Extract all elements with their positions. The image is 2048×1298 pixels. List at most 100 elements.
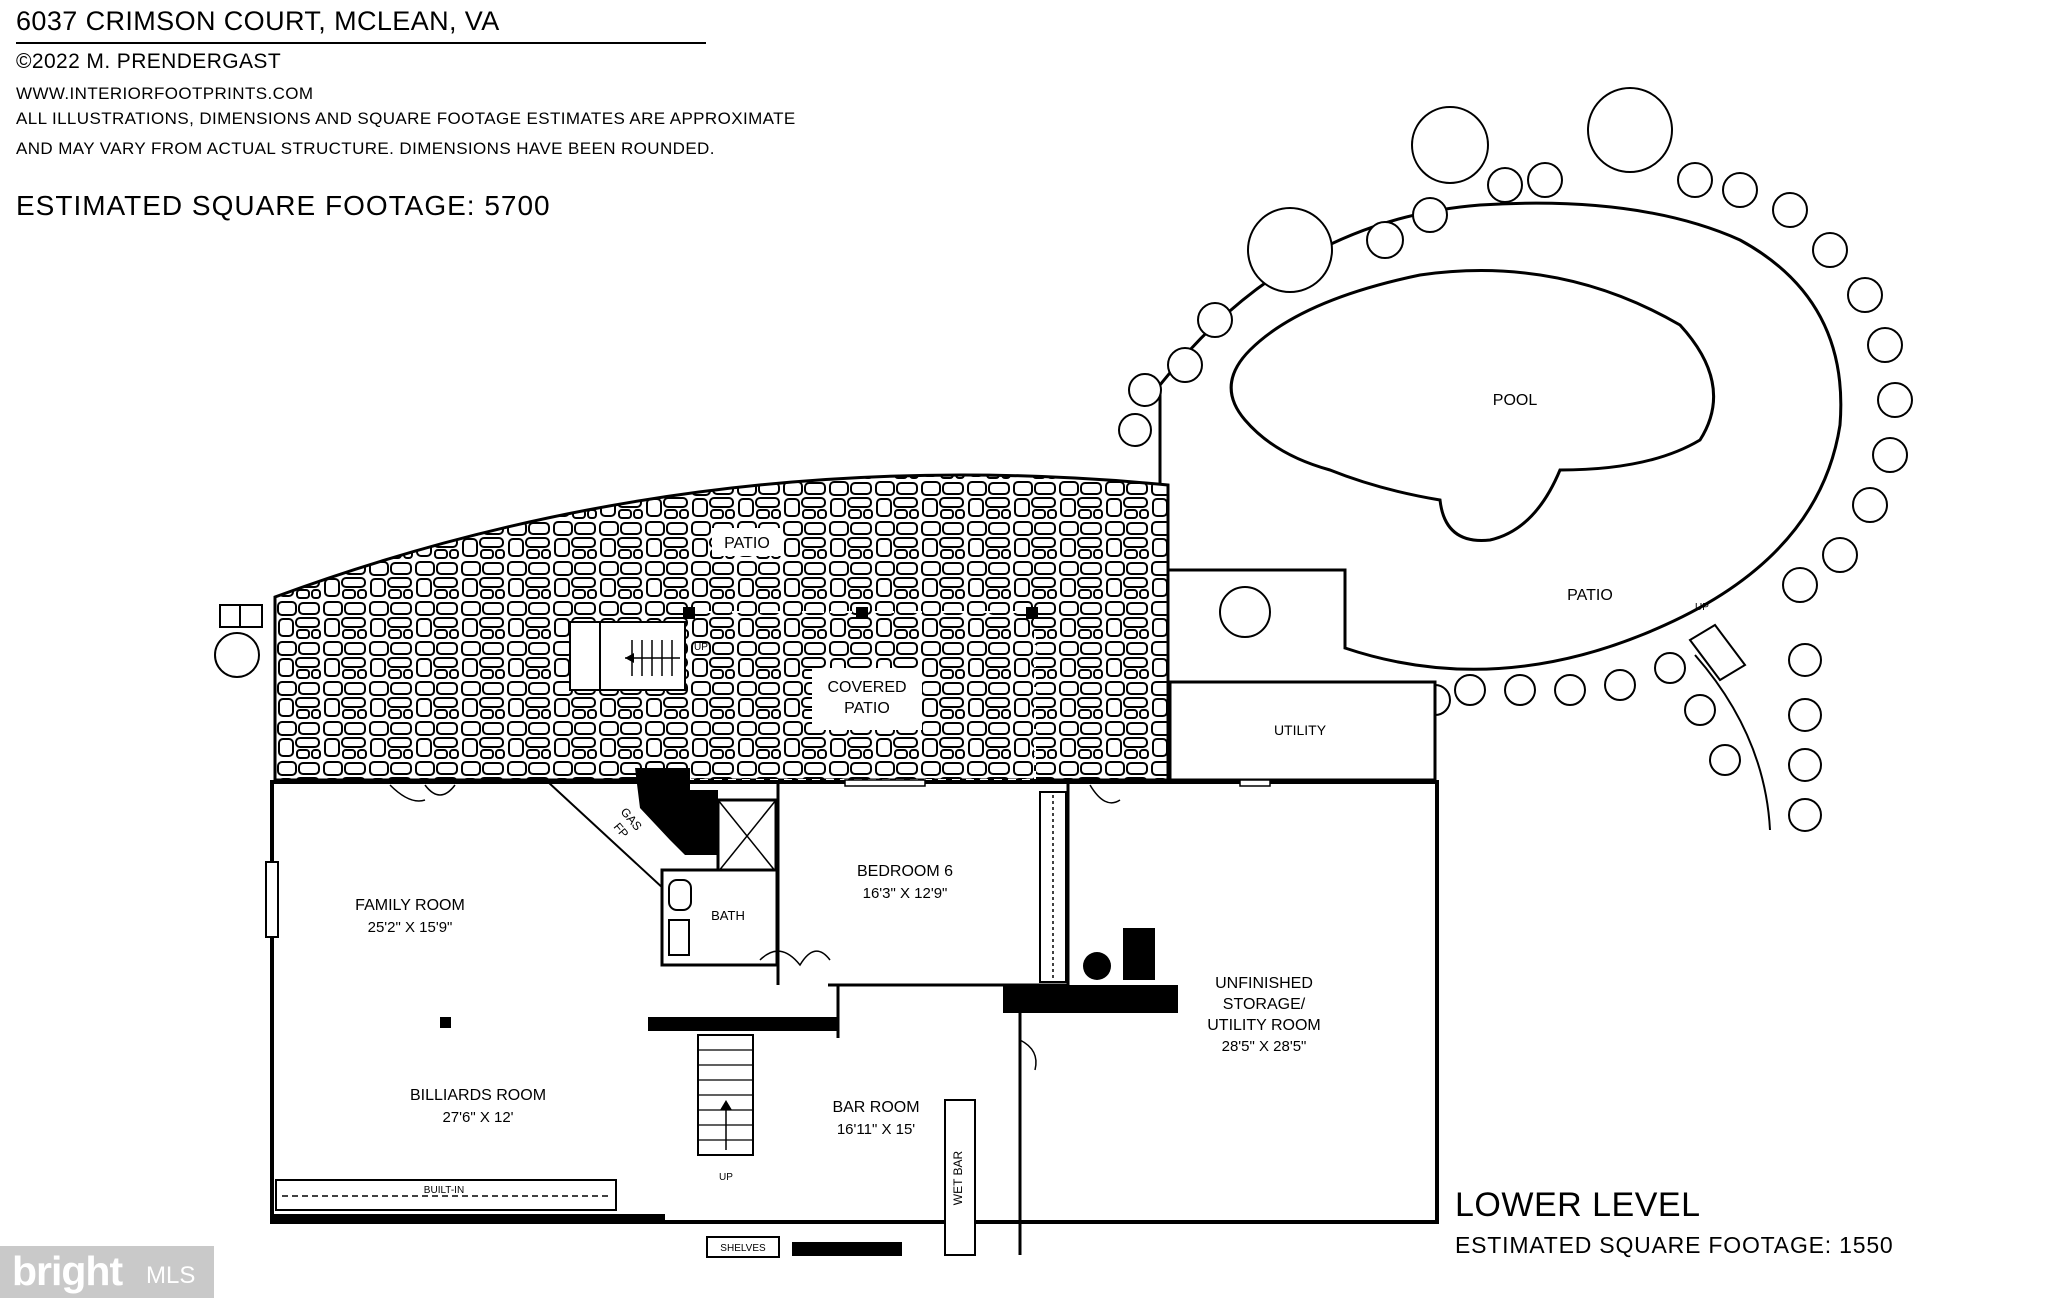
column — [856, 607, 868, 619]
door-swing — [389, 784, 456, 802]
covered-patio-label-bg — [812, 668, 922, 730]
tree-icon — [1167, 347, 1203, 383]
tree-icon — [1872, 437, 1908, 473]
closet — [716, 798, 778, 874]
interior-stairs: UP — [697, 1034, 754, 1183]
side-steps — [1688, 623, 1747, 682]
utility-room — [1168, 680, 1437, 782]
tree-icon — [1677, 162, 1713, 198]
patio-label-bg — [712, 528, 782, 556]
utility-label: UTILITY — [1274, 722, 1327, 738]
copyright-text: ©2022 M. PRENDERGAST — [16, 50, 282, 73]
tree-icon — [1554, 674, 1586, 706]
tree-icon — [1867, 327, 1903, 363]
tree-icon — [1722, 172, 1758, 208]
door-swing — [1089, 784, 1121, 804]
tree-icon — [1709, 744, 1741, 776]
tree-icon — [1219, 586, 1271, 638]
tree-icon — [1504, 674, 1536, 706]
stair-up-label: UP — [719, 1172, 733, 1183]
tree-icon — [1788, 698, 1822, 732]
shelves-box — [706, 1236, 780, 1258]
water-heater-icon — [1083, 952, 1111, 980]
tree-icon — [1847, 277, 1883, 313]
tree-icon — [1772, 192, 1808, 228]
family-room-dims: 25'2" X 15'9" — [368, 919, 453, 936]
disclaimer-line-1: ALL ILLUSTRATIONS, DIMENSIONS AND SQUARE… — [16, 109, 796, 128]
tree-icon — [1812, 232, 1848, 268]
column — [1026, 607, 1038, 619]
fireplace — [635, 768, 718, 855]
billiards-room-label: BILLIARDS ROOM — [410, 1087, 546, 1104]
bath-label: BATH — [711, 908, 745, 923]
tree-icon — [1412, 197, 1448, 233]
tree-icon — [1788, 748, 1822, 782]
house-footprint — [270, 780, 1439, 1224]
support-column — [440, 1017, 451, 1028]
planter-box — [239, 604, 263, 628]
sliding-door — [265, 861, 279, 938]
tree-icon — [1788, 798, 1822, 832]
side-up-label: UP — [1695, 602, 1709, 613]
window — [1239, 779, 1271, 787]
bar-room-dims: 16'11" X 15' — [837, 1121, 915, 1138]
stone-patio-label: PATIO — [724, 535, 770, 552]
patio-up-label: UP — [694, 642, 708, 653]
tree-icon — [1366, 221, 1404, 259]
door-swing — [759, 950, 831, 967]
planter-box — [219, 604, 243, 628]
tree-icon — [1782, 567, 1818, 603]
tree-icon — [1118, 413, 1152, 447]
wall-segment — [1003, 985, 1178, 1013]
logo-suffix: MLS — [146, 1262, 196, 1289]
tree-icon — [1197, 302, 1233, 338]
tree-icon — [1487, 167, 1523, 203]
billiards-room-dims: 27'6" X 12' — [442, 1109, 513, 1126]
tree-icon — [1684, 694, 1716, 726]
tree-icon — [1411, 106, 1489, 184]
tree-icon — [1654, 652, 1686, 684]
tree-icon — [1587, 87, 1673, 173]
tree-icon — [1852, 487, 1888, 523]
storage-label-2: STORAGE/ — [1223, 996, 1306, 1013]
bedroom-dims: 16'3" X 12'9" — [863, 885, 948, 902]
total-square-footage: ESTIMATED SQUARE FOOTAGE: 5700 — [16, 190, 551, 221]
wall-segment — [792, 1242, 902, 1256]
header-rule — [16, 42, 706, 44]
pool-label: POOL — [1493, 392, 1538, 409]
column — [683, 607, 695, 619]
window — [844, 779, 926, 787]
covered-patio-label-1: COVERED — [827, 679, 906, 696]
door-swing — [1019, 1039, 1037, 1071]
toilet-icon — [668, 879, 692, 911]
fp-diagonal — [547, 781, 666, 891]
pool-patio-label: PATIO — [1567, 587, 1613, 604]
tree-icon — [1454, 674, 1486, 706]
built-in-label: BUILT-IN — [424, 1185, 464, 1196]
wet-bar-label: WET BAR — [951, 1150, 965, 1205]
tree-icon — [1604, 669, 1636, 701]
tree-icon — [1877, 382, 1913, 418]
storage-label-3: UTILITY ROOM — [1207, 1017, 1321, 1034]
storage-dims: 28'5" X 28'5" — [1222, 1038, 1307, 1055]
bright-mls-logo: bright MLS — [0, 1246, 214, 1298]
built-in-cabinet — [275, 1179, 617, 1211]
bar-room-label: BAR ROOM — [832, 1099, 919, 1116]
level-title: LOWER LEVEL — [1455, 1186, 1701, 1224]
wet-bar-counter — [944, 1099, 976, 1256]
bedroom-label: BEDROOM 6 — [857, 863, 953, 880]
tree-icon — [1128, 373, 1162, 407]
covered-patio-label-2: PATIO — [844, 700, 890, 717]
tree-icon — [1527, 162, 1563, 198]
logo-brand: bright — [12, 1248, 123, 1294]
level-square-footage: ESTIMATED SQUARE FOOTAGE: 1550 — [1455, 1232, 1894, 1258]
family-room-label: FAMILY ROOM — [355, 897, 465, 914]
disclaimer-line-2: AND MAY VARY FROM ACTUAL STRUCTURE. DIME… — [16, 139, 715, 158]
tree-icon — [1788, 643, 1822, 677]
tree-icon — [214, 632, 260, 678]
tree-icon — [1247, 207, 1333, 293]
stone-patio — [273, 473, 1170, 782]
tree-line — [214, 87, 1913, 832]
website-text: WWW.INTERIORFOOTPRINTS.COM — [16, 84, 314, 103]
